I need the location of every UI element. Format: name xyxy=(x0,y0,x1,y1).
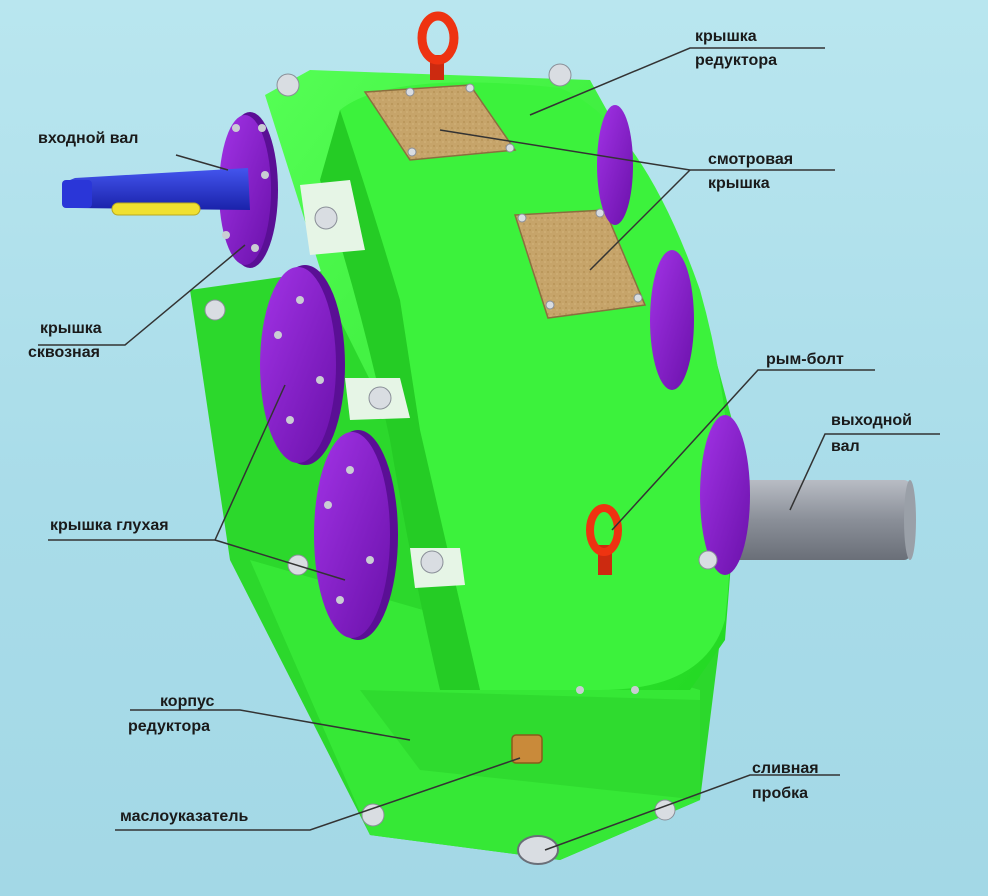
label-top-cover-line2: редуктора xyxy=(695,52,777,69)
label-inspection-cover-line2: крышка xyxy=(708,175,770,192)
label-top-cover-line1: крышка xyxy=(695,28,757,45)
label-output-shaft-line1: выходной xyxy=(831,412,912,429)
label-housing-line1: корпус xyxy=(160,693,215,710)
label-output-shaft-line2: вал xyxy=(831,438,860,455)
right-bearing-covers xyxy=(597,105,750,575)
output-shaft xyxy=(730,480,916,560)
label-drain-plug-line1: сливная xyxy=(752,760,819,777)
label-eye-bolt: рым-болт xyxy=(766,351,844,368)
oil-gauge xyxy=(511,734,543,764)
cover-screws xyxy=(222,124,639,694)
eye-bolt-top xyxy=(417,11,459,80)
label-blind-cover: крышка глухая xyxy=(50,517,169,534)
label-inspection-cover-line1: смотровая xyxy=(708,151,794,168)
label-housing-line2: редуктора xyxy=(128,718,210,735)
bolts xyxy=(204,63,718,827)
label-through-cover-line2: сквозная xyxy=(28,344,100,361)
drain-plug xyxy=(517,835,559,865)
inspection-cover-front xyxy=(513,209,647,319)
label-through-cover-line1: крышка xyxy=(40,320,102,337)
label-oil-gauge: маслоуказатель xyxy=(120,808,249,825)
label-input-shaft: входной вал xyxy=(38,130,139,147)
blind-covers xyxy=(260,265,398,640)
leader-lines xyxy=(38,47,940,851)
eye-bolt-front xyxy=(586,504,622,575)
label-drain-plug-line2: пробка xyxy=(752,785,808,802)
inspection-cover-top xyxy=(363,84,517,161)
input-shaft xyxy=(62,168,250,216)
